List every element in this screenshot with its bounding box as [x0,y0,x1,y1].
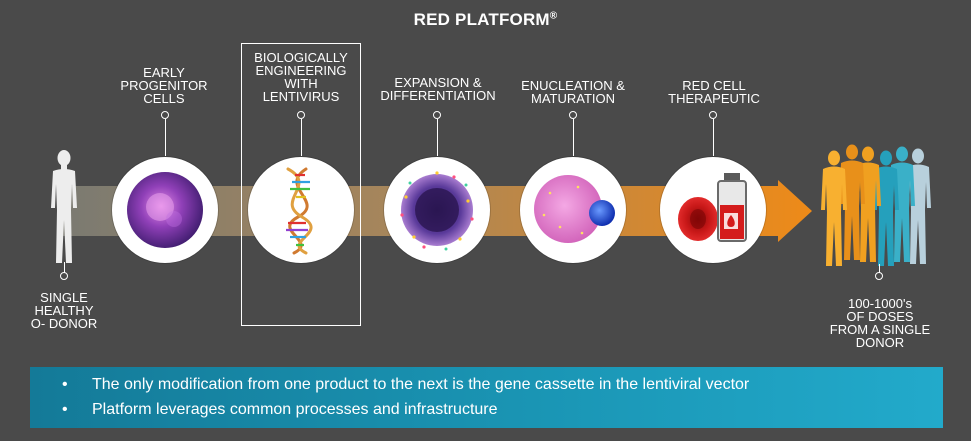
step-label-expansion: EXPANSION & DIFFERENTIATION [380,75,496,103]
step-pin-line [573,119,574,156]
output-pin-line [879,264,880,274]
step-circle-progenitor [112,157,218,263]
progenitor-cell-icon [127,172,203,248]
donor-label: SINGLE HEALTHY O- DONOR [30,290,98,331]
red-cell-vial-icon [678,173,747,242]
step-pin-dot [297,111,305,119]
donor-pin-dot [60,272,68,280]
step-pin-line [713,119,714,156]
step-pin-dot [433,111,441,119]
donor-figure-icon [51,150,77,263]
step-circle-therapeutic [660,157,766,263]
bullet-item: •The only modification from one product … [62,376,750,393]
output-label: 100-1000's OF DOSES FROM A SINGLE DONOR [829,296,931,350]
step-label-lentivirus: BIOLOGICALLY ENGINEERING WITH LENTIVIRUS [254,50,348,104]
summary-banner: •The only modification from one product … [30,367,943,428]
step-label-progenitor: EARLY PROGENITOR CELLS [120,65,208,106]
bullet-item: •Platform leverages common processes and… [62,401,498,418]
step-label-therapeutic: RED CELL THERAPEUTIC [668,78,760,106]
expanding-cell-icon [400,171,474,251]
step-label-enucleation: ENUCLEATION & MATURATION [521,78,625,106]
donor-pin-line [64,262,65,274]
step-circle-expansion [384,157,490,263]
step-pin-line [301,119,302,156]
step-pin-dot [161,111,169,119]
dna-helix-icon [286,167,313,255]
output-pin-dot [875,272,883,280]
step-pin-dot [569,111,577,119]
step-circle-enucleation [520,157,626,263]
step-pin-line [165,119,166,156]
page-title: RED PLATFORM® [413,10,558,29]
step-pin-dot [709,111,717,119]
people-group-icon [821,144,931,266]
enucleating-cell-icon [534,175,615,243]
highlight-box [241,43,361,326]
step-circle-lentivirus [248,157,354,263]
step-pin-line [437,119,438,156]
